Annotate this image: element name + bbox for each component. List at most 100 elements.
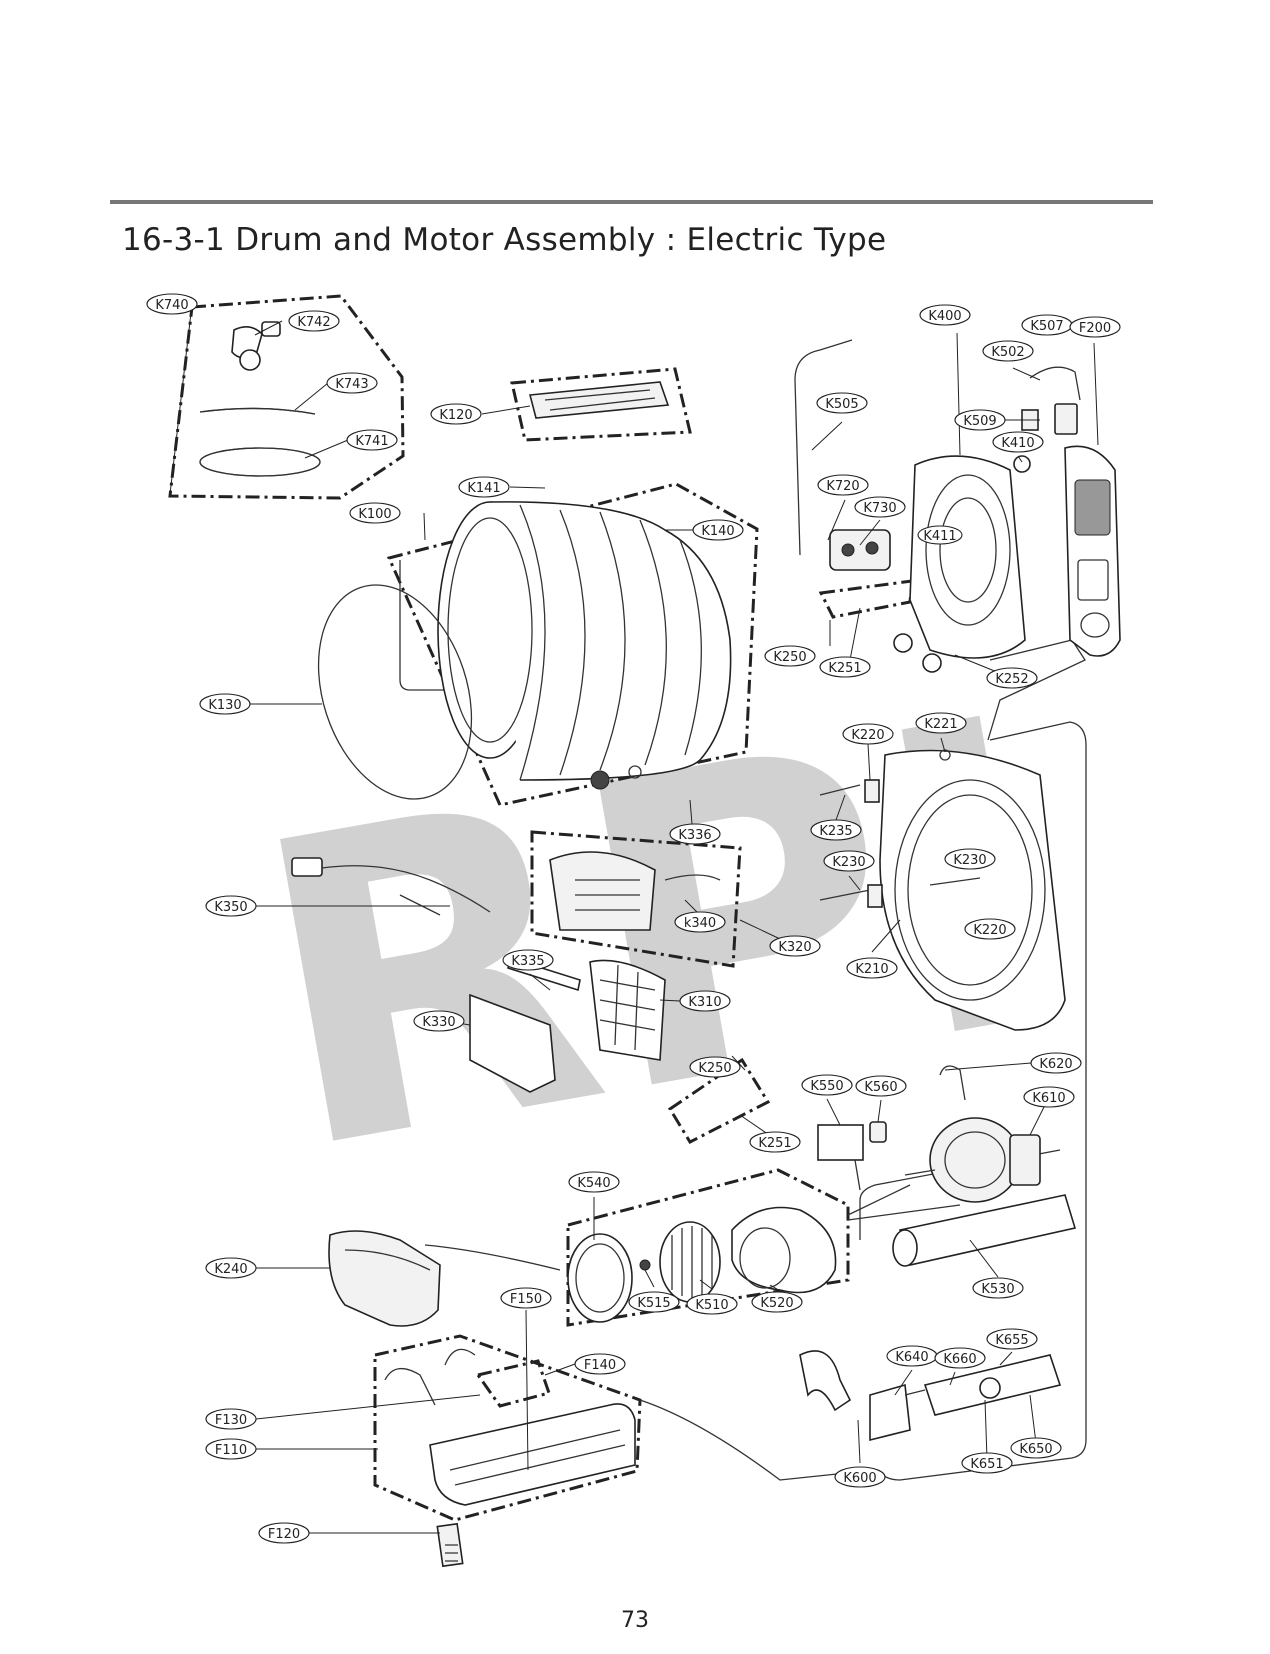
svg-text:K336: K336 <box>678 828 711 843</box>
svg-text:K655: K655 <box>995 1333 1028 1348</box>
svg-text:K240: K240 <box>214 1262 247 1277</box>
callout-f140: F140 <box>574 1353 626 1375</box>
callout-k550: K550 <box>801 1074 853 1096</box>
svg-text:K530: K530 <box>981 1282 1014 1297</box>
part-k320-filter-housing <box>549 765 721 931</box>
callout-k320: K320 <box>769 935 821 957</box>
part-k502-k509-wiring <box>1013 366 1081 473</box>
part-k240-lint-guide <box>328 1230 441 1327</box>
svg-text:K509: K509 <box>963 414 996 429</box>
callout-k620: K620 <box>1030 1052 1082 1074</box>
part-k505-tube <box>794 339 853 556</box>
callout-k220-lower: K220 <box>964 918 1016 940</box>
svg-text:K100: K100 <box>358 507 391 522</box>
svg-text:K507: K507 <box>1030 319 1063 334</box>
part-heater-group-f110 <box>384 1348 636 1568</box>
part-blower-group <box>567 1206 837 1323</box>
callout-k240: K240 <box>205 1257 257 1279</box>
callout-k505: K505 <box>816 392 868 414</box>
callout-f200: F200 <box>1069 316 1121 338</box>
svg-text:K140: K140 <box>701 524 734 539</box>
part-k130-seal-ring <box>317 584 473 800</box>
callout-k502: K502 <box>982 340 1034 362</box>
svg-text:K230: K230 <box>832 855 865 870</box>
svg-text:K410: K410 <box>1001 436 1034 451</box>
svg-text:F150: F150 <box>510 1292 542 1307</box>
svg-text:K221: K221 <box>924 717 957 732</box>
callout-k741: K741 <box>346 429 398 451</box>
callout-k336: K336 <box>669 823 721 845</box>
svg-text:K560: K560 <box>864 1080 897 1095</box>
group-outlines <box>168 294 914 1522</box>
svg-text:K251: K251 <box>758 1136 791 1151</box>
part-k550-k560-switches <box>817 1121 887 1191</box>
callout-k650: K650 <box>1010 1437 1062 1459</box>
callout-k651: K651 <box>961 1452 1013 1474</box>
svg-text:K252: K252 <box>995 672 1028 687</box>
callout-k560: K560 <box>855 1075 907 1097</box>
svg-text:K411: K411 <box>923 529 956 544</box>
callout-k140: K140 <box>692 519 744 541</box>
svg-text:K620: K620 <box>1039 1057 1072 1072</box>
callout-k730: K730 <box>854 496 906 518</box>
callout-f120: F120 <box>258 1522 310 1544</box>
callout-k235: K235 <box>810 819 862 841</box>
part-k310-filter <box>589 959 666 1061</box>
callout-k515: K515 <box>628 1291 680 1313</box>
part-k600-bracket-group <box>799 1350 1062 1442</box>
svg-text:K730: K730 <box>863 501 896 516</box>
svg-text:K510: K510 <box>695 1298 728 1313</box>
svg-text:K120: K120 <box>439 408 472 423</box>
svg-text:K515: K515 <box>637 1296 670 1311</box>
svg-text:K320: K320 <box>778 940 811 955</box>
callout-labels: K740 K742 K743 K741 K120 K141 K100 K140 … <box>146 293 1121 1544</box>
callout-k330: K330 <box>413 1010 465 1032</box>
callout-k335: K335 <box>502 949 554 971</box>
svg-text:K141: K141 <box>467 481 500 496</box>
callout-k507: K507 <box>1021 314 1073 336</box>
svg-text:K740: K740 <box>155 298 188 313</box>
svg-text:K660: K660 <box>943 1352 976 1367</box>
callout-k740: K740 <box>146 293 198 315</box>
svg-text:K651: K651 <box>970 1457 1003 1472</box>
svg-text:K330: K330 <box>422 1015 455 1030</box>
svg-text:K130: K130 <box>208 698 241 713</box>
svg-text:K220: K220 <box>851 728 884 743</box>
part-k730-valve <box>829 529 891 571</box>
callout-k210: K210 <box>846 957 898 979</box>
callout-k120: K120 <box>430 403 482 425</box>
callout-k610: K610 <box>1023 1086 1075 1108</box>
svg-text:K502: K502 <box>991 345 1024 360</box>
svg-text:K251: K251 <box>828 661 861 676</box>
callout-k251-upper: K251 <box>819 656 871 678</box>
svg-text:K610: K610 <box>1032 1091 1065 1106</box>
svg-text:K742: K742 <box>297 315 330 330</box>
svg-text:K640: K640 <box>895 1350 928 1365</box>
part-k530-duct <box>892 1194 1077 1267</box>
callout-f150: F150 <box>500 1287 552 1309</box>
svg-text:K743: K743 <box>335 377 368 392</box>
callout-k520: K520 <box>751 1291 803 1313</box>
callout-k655: K655 <box>986 1328 1038 1350</box>
callout-f130: F130 <box>205 1408 257 1430</box>
svg-text:K540: K540 <box>577 1176 610 1191</box>
svg-text:K350: K350 <box>214 900 247 915</box>
callout-k509: K509 <box>954 409 1006 431</box>
callout-k251-lower: K251 <box>749 1131 801 1153</box>
callout-k252: K252 <box>986 667 1038 689</box>
svg-text:K250: K250 <box>773 650 806 665</box>
svg-text:K230: K230 <box>953 853 986 868</box>
callout-k340: k340 <box>674 911 726 933</box>
callout-k230-left: K230 <box>823 850 875 872</box>
callout-k660: K660 <box>934 1347 986 1369</box>
callout-k640: K640 <box>886 1345 938 1367</box>
callout-k250-upper: K250 <box>764 645 816 667</box>
callout-k310: K310 <box>679 990 731 1012</box>
svg-text:K720: K720 <box>826 479 859 494</box>
header-rule <box>110 200 1153 204</box>
svg-text:K600: K600 <box>843 1471 876 1486</box>
part-hose-set-k740 <box>199 321 321 477</box>
svg-text:K520: K520 <box>760 1296 793 1311</box>
svg-text:k340: k340 <box>684 916 716 931</box>
callout-k540: K540 <box>568 1171 620 1193</box>
